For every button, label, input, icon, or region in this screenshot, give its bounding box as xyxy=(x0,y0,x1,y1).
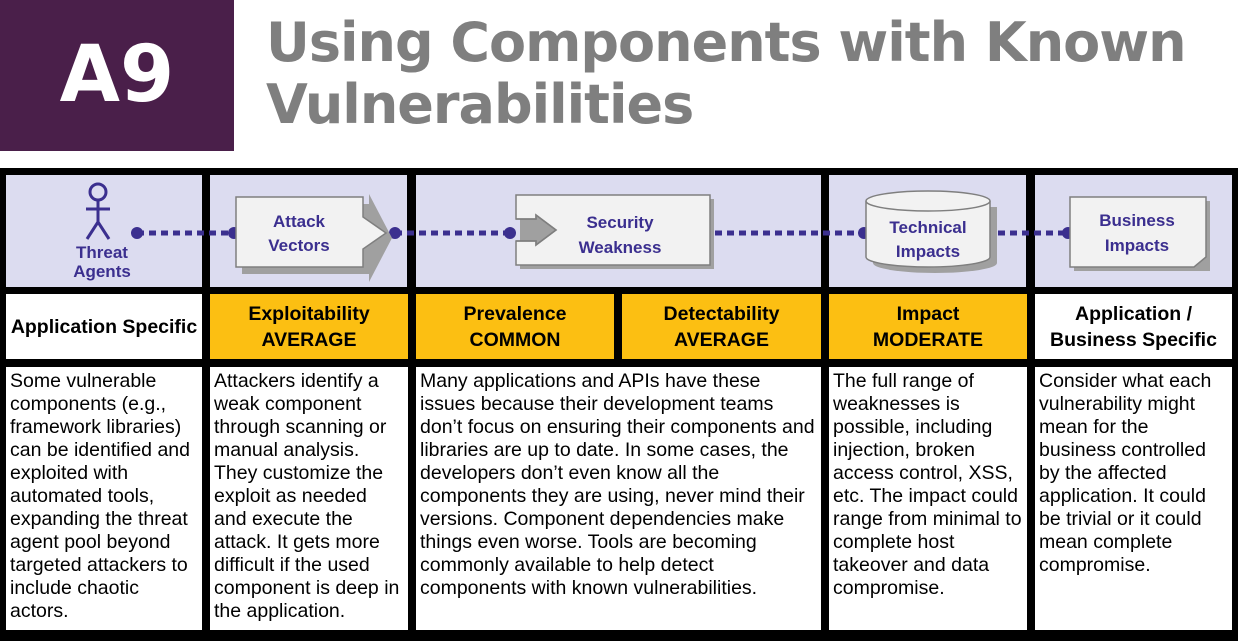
desc-technical-impacts: The full range of weaknesses is possible… xyxy=(829,367,1027,630)
exploitability-rating: AVERAGE xyxy=(261,328,357,351)
attack-vectors-label-1: Attack xyxy=(273,212,326,231)
header-detectability: Detectability AVERAGE xyxy=(622,294,821,359)
security-weakness-label-1: Security xyxy=(586,213,654,232)
header-impact: Impact MODERATE xyxy=(829,294,1027,359)
detectability-rating: AVERAGE xyxy=(673,328,769,351)
header-prevalence: Prevalence COMMON xyxy=(416,294,614,359)
prevalence-label: Prevalence xyxy=(463,302,567,325)
technical-impacts-shape xyxy=(865,190,997,273)
business-impacts-label-2: Impacts xyxy=(1105,236,1169,255)
impact-rating: MODERATE xyxy=(872,328,984,351)
security-weakness-label-2: Weakness xyxy=(579,238,662,257)
exploitability-label: Exploitability xyxy=(248,302,370,325)
header-threat-agents-text: Application Specific xyxy=(10,315,198,338)
threat-agents-label-1: Threat xyxy=(76,243,128,262)
header-exploitability: Exploitability AVERAGE xyxy=(210,294,408,359)
prevalence-rating: COMMON xyxy=(469,328,561,351)
risk-code: A9 xyxy=(59,30,175,120)
header-business: Application / Business Specific xyxy=(1035,294,1232,359)
impact-label: Impact xyxy=(896,302,960,325)
business-impacts-label-1: Business xyxy=(1099,211,1175,230)
attack-vectors-label-2: Vectors xyxy=(268,236,329,255)
security-weakness-shape xyxy=(515,194,714,269)
desc-attack-vectors: Attackers identify a weak component thro… xyxy=(210,367,408,630)
desc-business-impacts: Consider what each vulnerability might m… xyxy=(1035,367,1232,630)
header-threat-agents: Application Specific xyxy=(6,294,202,359)
desc-security-weakness: Many applications and APIs have these is… xyxy=(416,367,821,630)
threat-agent-icon xyxy=(85,182,111,240)
page-title: Using Components with Known Vulnerabilit… xyxy=(266,11,1187,136)
attack-vectors-shape xyxy=(235,194,392,282)
risk-badge: A9 xyxy=(0,0,234,151)
technical-impacts-label-1: Technical xyxy=(889,218,966,237)
detectability-label: Detectability xyxy=(663,302,780,325)
business-header-line2: Business Specific xyxy=(1050,328,1217,351)
business-header-line1: Application / xyxy=(1075,302,1192,325)
business-impacts-shape xyxy=(1069,196,1210,271)
desc-threat-agents: Some vulnerable components (e.g., framew… xyxy=(6,367,202,630)
technical-impacts-label-2: Impacts xyxy=(896,242,960,261)
threat-agents-label-2: Agents xyxy=(73,262,131,281)
risk-flow-diagram: Threat Agents Attack Vectors Security We… xyxy=(6,175,1232,287)
